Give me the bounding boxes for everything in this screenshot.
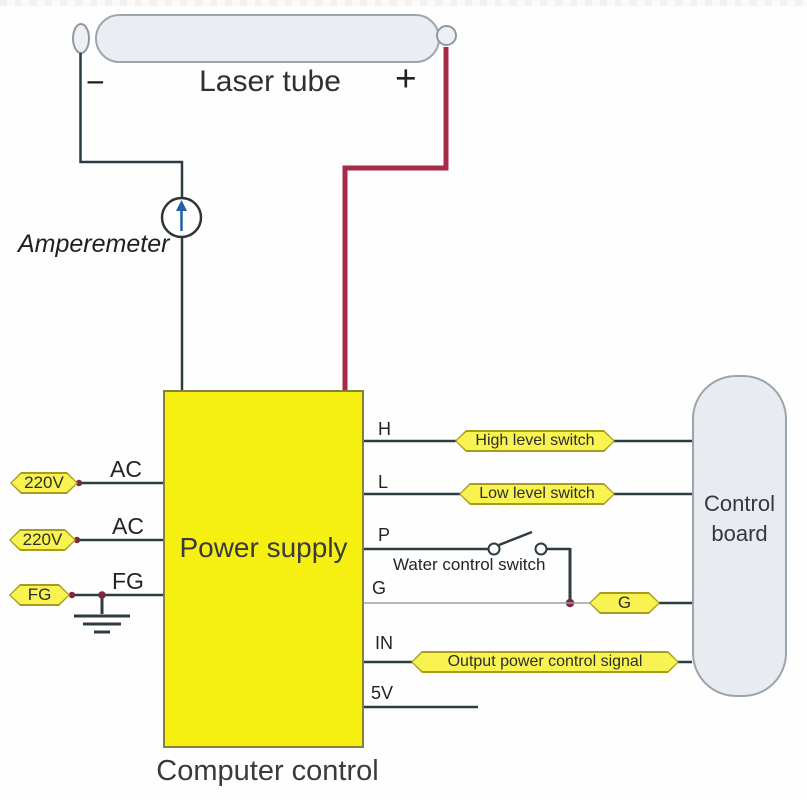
tag-g-text: G <box>591 594 659 613</box>
pin-5v: 5V <box>371 683 394 703</box>
fg-wire-label: FG <box>112 568 144 594</box>
ac-wire-label-1: AC <box>110 456 142 482</box>
control-board-line1: Control <box>704 491 775 516</box>
laser-tube-body <box>95 14 440 63</box>
control-board-label: Control board <box>692 489 787 549</box>
tag-220v-1-text: 220V <box>12 474 77 493</box>
pin-p: P <box>378 525 391 545</box>
power-supply-label: Power supply <box>179 532 348 563</box>
amperemeter-label: Amperemeter <box>18 230 170 258</box>
pin-g: G <box>372 578 387 598</box>
tag-220v-2-text: 220V <box>11 531 75 550</box>
tag-220v-1: 220V <box>10 472 78 494</box>
laser-tube-label: Laser tube <box>199 65 341 98</box>
tag-low-level-switch-text: Low level switch <box>461 485 614 504</box>
water-control-switch-label: Water control switch <box>393 555 546 574</box>
tag-fg-text: FG <box>11 586 69 605</box>
pin-h: H <box>378 419 391 439</box>
control-board-box <box>692 375 787 697</box>
tag-output-power-text: Output power control signal <box>413 653 678 672</box>
ac-wire-label-2: AC <box>112 513 144 539</box>
ac-input-wires <box>72 481 163 597</box>
cathode-minus-label: − <box>86 64 105 100</box>
anode-plus-label: + <box>395 58 417 99</box>
computer-control-caption: Computer control <box>156 755 379 787</box>
cathode-wire <box>79 53 184 390</box>
control-board-line2: board <box>711 521 768 546</box>
tag-output-power: Output power control signal <box>411 651 679 673</box>
scan-artifact <box>0 0 807 6</box>
anode-hv-wire <box>342 47 449 390</box>
tag-220v-2: 220V <box>9 529 76 551</box>
tag-g: G <box>589 592 660 614</box>
tag-connector-dots <box>68 479 83 599</box>
tag-high-level-switch-text: High level switch <box>457 432 614 451</box>
pin-l: L <box>378 472 389 492</box>
ground-icon <box>74 591 130 634</box>
laser-tube-anode-cap <box>436 25 457 46</box>
water-switch-icon <box>364 530 575 608</box>
amperemeter-icon <box>160 196 203 239</box>
power-supply-box <box>163 390 364 748</box>
tag-low-level-switch: Low level switch <box>459 483 615 505</box>
tag-fg: FG <box>9 584 70 606</box>
pin-in: IN <box>375 633 393 653</box>
tag-high-level-switch: High level switch <box>455 430 615 452</box>
